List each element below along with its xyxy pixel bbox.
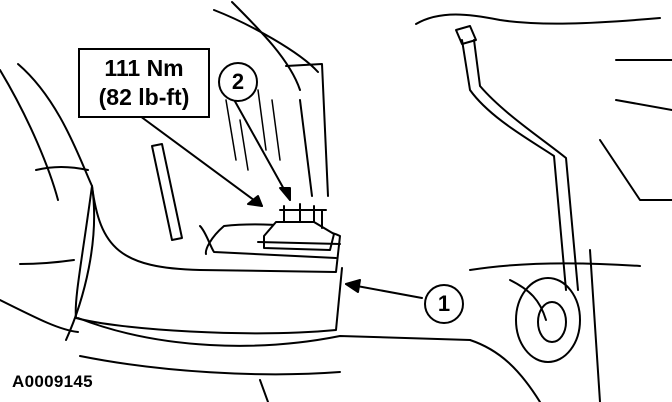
nut-flange xyxy=(257,241,341,245)
callout-1: 1 xyxy=(424,284,464,324)
suspension-rod xyxy=(473,39,579,291)
hub-arm xyxy=(469,339,541,402)
floor-line xyxy=(35,166,89,171)
leader-line-torque xyxy=(139,115,263,207)
fender-line xyxy=(231,1,301,91)
shading xyxy=(271,99,281,161)
panel-outline xyxy=(589,249,601,402)
panel-outline xyxy=(615,99,672,111)
suspension-rod xyxy=(461,39,567,291)
shading xyxy=(257,89,267,151)
arrowhead xyxy=(279,187,291,201)
floor-line xyxy=(0,299,79,333)
floor-line xyxy=(77,317,471,347)
bolt-top xyxy=(283,203,323,229)
hub-inner xyxy=(537,301,567,343)
floor-line xyxy=(259,379,269,402)
torque-spec-box: 111 Nm (82 lb-ft) xyxy=(78,48,210,118)
arrowhead xyxy=(345,279,361,293)
panel-edge xyxy=(299,99,313,197)
body-contour xyxy=(0,69,59,201)
torque-imperial: (82 lb-ft) xyxy=(98,84,190,110)
panel-outline xyxy=(415,13,661,25)
shading xyxy=(239,119,249,171)
mud-flap-edge xyxy=(199,225,337,259)
callout-2-number: 2 xyxy=(231,69,245,94)
floor-line xyxy=(19,259,75,265)
nut-body xyxy=(263,221,335,251)
panel-outline xyxy=(469,262,641,271)
floor-line xyxy=(79,355,341,376)
torque-metric: 111 Nm xyxy=(104,55,184,81)
figure-id: A0009145 xyxy=(12,372,93,391)
arrowhead xyxy=(247,195,263,207)
callout-1-number: 1 xyxy=(437,291,451,316)
panel-outline xyxy=(599,139,672,201)
mud-flap xyxy=(74,185,343,335)
leader-line-callout-2 xyxy=(231,95,291,201)
callout-2: 2 xyxy=(218,62,258,102)
hub-arm xyxy=(509,279,547,321)
hub-outer xyxy=(515,277,581,363)
shading xyxy=(225,99,237,161)
bracket-slot xyxy=(151,143,183,241)
panel-edge xyxy=(285,63,329,197)
rod-clip xyxy=(455,25,477,45)
